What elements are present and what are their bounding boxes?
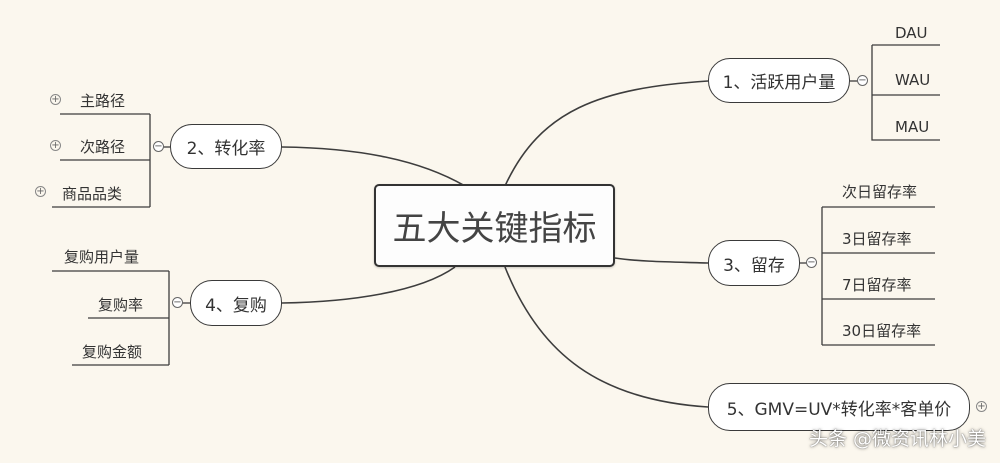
connector-center-b2: [281, 146, 466, 187]
branch-active-users[interactable]: 1、活跃用户量: [708, 58, 850, 103]
collapse-toggle-icon[interactable]: −: [857, 75, 868, 86]
leaf-product-category[interactable]: 商品品类: [62, 185, 123, 203]
expand-plus-icon[interactable]: +: [976, 401, 987, 412]
collapse-toggle-icon[interactable]: −: [806, 257, 817, 268]
leaf-secondary-path[interactable]: 次路径: [80, 138, 126, 156]
collapse-toggle-icon[interactable]: −: [153, 141, 164, 152]
connector-center-b4: [281, 266, 456, 304]
leaf-dau[interactable]: DAU: [895, 24, 928, 42]
connector-center-b1: [504, 80, 709, 187]
leaf-30day-retention[interactable]: 30日留存率: [842, 322, 922, 340]
leaf-repurchase-amount[interactable]: 复购金额: [82, 343, 143, 361]
expand-plus-icon[interactable]: +: [50, 140, 61, 151]
branch-conversion-rate[interactable]: 2、转化率: [170, 124, 282, 169]
branch-retention[interactable]: 3、留存: [708, 240, 800, 286]
leaf-next-day-retention[interactable]: 次日留存率: [842, 183, 918, 201]
collapse-toggle-icon[interactable]: −: [172, 297, 183, 308]
leaf-7day-retention[interactable]: 7日留存率: [842, 276, 912, 294]
leaf-3day-retention[interactable]: 3日留存率: [842, 230, 912, 248]
connector-center-b5: [504, 266, 709, 408]
expand-plus-icon[interactable]: +: [50, 94, 61, 105]
leaf-repurchase-users[interactable]: 复购用户量: [64, 248, 140, 266]
central-topic[interactable]: 五大关键指标: [374, 184, 615, 267]
connector-center-b3: [614, 257, 709, 264]
branch-repurchase[interactable]: 4、复购: [190, 280, 282, 326]
watermark: 头条 @微资讯林小美: [808, 428, 986, 450]
leaf-main-path[interactable]: 主路径: [80, 92, 126, 110]
leaf-wau[interactable]: WAU: [895, 71, 931, 89]
leaf-mau[interactable]: MAU: [895, 118, 930, 136]
branch-gmv[interactable]: 5、GMV=UV*转化率*客单价: [708, 383, 970, 431]
leaf-repurchase-rate[interactable]: 复购率: [98, 296, 144, 314]
expand-plus-icon[interactable]: +: [35, 186, 46, 197]
